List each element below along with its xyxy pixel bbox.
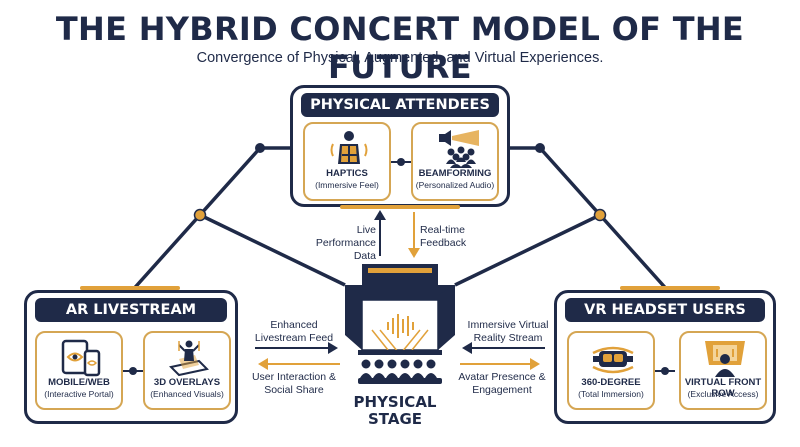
flow-immersive-stream-text: Immersive Virtual Reality Stream xyxy=(467,319,549,344)
haptic-vest-person-icon xyxy=(330,131,368,164)
flow-enhanced-feed-text: Enhanced Livestream Feed xyxy=(254,319,334,344)
card-connector-dot xyxy=(129,367,137,375)
haptics-sub: (Immersive Feel) xyxy=(315,180,379,190)
360-degree-sub: (Total Immersion) xyxy=(578,389,644,399)
beamforming-label: BEAMFORMING xyxy=(418,168,492,179)
ar-livestream-title: AR LIVESTREAM VIEWERS xyxy=(35,298,227,342)
360-degree-card: 360-DEGREE (Total Immersion) xyxy=(567,331,655,410)
mobile-web-card: MOBILE/WEB (Interactive Portal) xyxy=(35,331,123,410)
3d-overlays-sub: (Enhanced Visuals) xyxy=(150,389,224,399)
up-arrow-live-data xyxy=(374,210,386,256)
ar-livestream-panel: AR LIVESTREAM VIEWERS MOBILE/WEB (Intera… xyxy=(24,290,238,424)
virtual-front-row-card: VIRTUAL FRONT ROW (Exclusive Access) xyxy=(679,331,767,410)
right-arrow-enhanced-feed xyxy=(255,342,338,354)
flow-avatar-presence-text: Avatar Presence & Engagement xyxy=(458,371,546,396)
flow-enhanced-livestream-feed: Enhanced Livestream Feed xyxy=(244,319,344,345)
avatar-stage-icon xyxy=(705,341,745,377)
concert-stage-icon xyxy=(345,264,455,384)
flow-realtime-feedback-text: Real-time Feedback xyxy=(420,224,467,249)
flow-live-performance-text: Live Performance Data xyxy=(315,224,376,262)
physical-attendees-panel: PHYSICAL ATTENDEES HAPTICS (Immersive Fe… xyxy=(290,85,510,207)
vr-headset-title: VR HEADSET USERS xyxy=(565,298,765,322)
flow-avatar-presence: Avatar Presence & Engagement xyxy=(452,371,552,397)
mobile-web-sub: (Interactive Portal) xyxy=(44,389,114,399)
beamforming-card: BEAMFORMING (Personalized Audio) xyxy=(411,122,499,201)
3d-overlays-label: 3D OVERLAYS xyxy=(153,377,221,388)
haptics-card: HAPTICS (Immersive Feel) xyxy=(303,122,391,201)
vr-headset-panel: VR HEADSET USERS 360-DEGREE (Total Immer… xyxy=(554,290,776,424)
page-title: THE HYBRID CONCERT MODEL OF THE FUTURE xyxy=(55,10,745,86)
flow-user-interaction: User Interaction & Social Share xyxy=(244,371,344,397)
flow-live-performance-data: Live Performance Data xyxy=(298,224,376,263)
right-arrow-avatar-presence xyxy=(460,358,540,370)
beamforming-sub: (Personalized Audio) xyxy=(415,180,495,190)
360-degree-label: 360-DEGREE xyxy=(581,377,641,388)
tablet-phone-icon xyxy=(61,339,101,377)
flow-immersive-vr-stream: Immersive Virtual Reality Stream xyxy=(458,319,558,345)
virtual-front-row-sub: (Exclusive Access) xyxy=(687,389,759,399)
physical-attendees-title: PHYSICAL ATTENDEES xyxy=(301,93,499,117)
hologram-performer-icon xyxy=(169,340,209,377)
card-connector-dot xyxy=(661,367,669,375)
haptics-label: HAPTICS xyxy=(326,168,368,179)
physical-panel-accent xyxy=(340,205,460,209)
page-subtitle: Convergence of Physical, Augmented, and … xyxy=(196,50,604,66)
vr-headset-icon xyxy=(592,346,634,374)
virtual-front-row-label: VIRTUAL FRONT ROW xyxy=(684,377,762,399)
card-connector-dot xyxy=(397,158,405,166)
flow-realtime-feedback: Real-time Feedback xyxy=(420,224,490,250)
vr-panel-accent xyxy=(620,286,720,290)
mobile-web-label: MOBILE/WEB xyxy=(48,377,110,388)
ar-panel-accent xyxy=(80,286,180,290)
physical-stage-label: PHYSICAL STAGE xyxy=(353,393,437,428)
left-arrow-user-interaction xyxy=(258,358,340,370)
3d-overlays-card: 3D OVERLAYS (Enhanced Visuals) xyxy=(143,331,231,410)
down-arrow-feedback xyxy=(408,212,420,258)
flow-user-interaction-text: User Interaction & Social Share xyxy=(251,371,337,396)
left-arrow-immersive-stream xyxy=(462,342,545,354)
speaker-crowd-icon xyxy=(439,130,479,168)
